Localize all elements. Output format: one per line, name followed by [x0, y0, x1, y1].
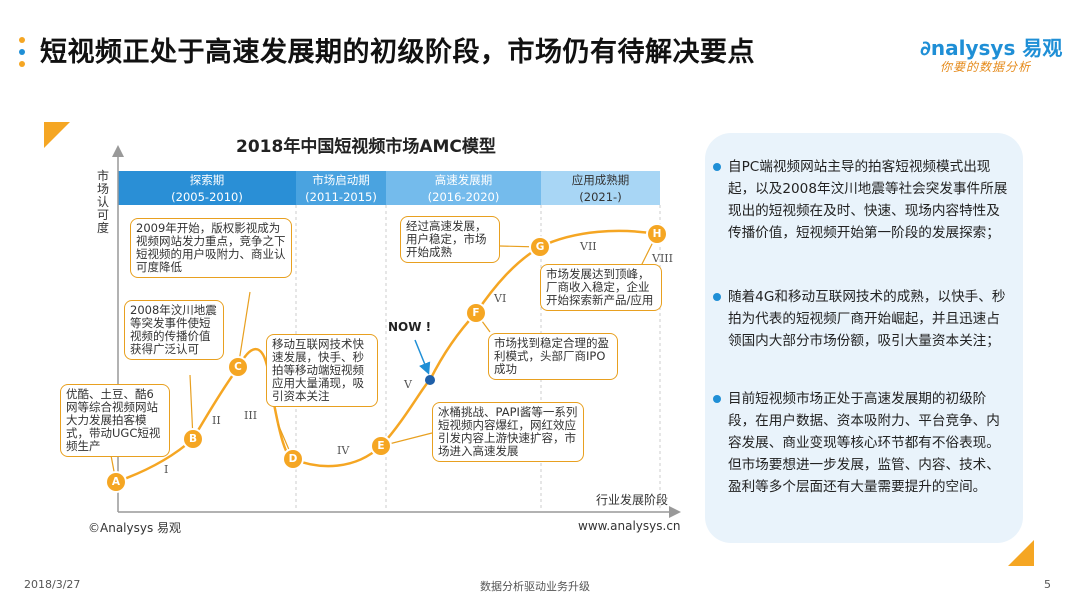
phase-years: (2021-): [579, 190, 622, 204]
stage-numeral: III: [244, 409, 258, 422]
callout-connector: [189, 374, 194, 440]
brand-tagline: 你要的数据分析: [940, 60, 1032, 74]
stage-numeral: V: [404, 378, 412, 391]
callout-connector: [237, 291, 251, 369]
summary-bullet-1: 自PC端视频网站主导的拍客短视频模式出现起，以及2008年汶川地震等社会突发事件…: [713, 156, 1013, 244]
phase-band: [118, 171, 660, 205]
summary-bullet-text: 自PC端视频网站主导的拍客短视频模式出现起，以及2008年汶川地震等社会突发事件…: [728, 159, 1008, 241]
corner-triangle-icon: [44, 122, 70, 148]
now-label: NOW !: [388, 320, 432, 334]
callout-c: 2009年开始，版权影视成为视频网站发力重点，竞争之下短视频的用户吸附力、商业认…: [130, 218, 292, 278]
callout-h: 市场发展达到顶峰，厂商收入稳定，企业开始探索新产品/应用: [540, 264, 662, 311]
y-axis-label: 市场认可度: [97, 169, 110, 235]
dot-orange-bottom: [19, 61, 25, 67]
phase-label: 市场启动期: [312, 173, 370, 187]
title-dots: [19, 37, 25, 73]
chart-title: 2018年中国短视频市场AMC模型: [236, 137, 496, 157]
dot-orange-top: [19, 37, 25, 43]
phase-mature: [541, 171, 660, 205]
stage-numeral: I: [164, 463, 169, 476]
callout-e: 冰桶挑战、PAPI酱等一系列短视频内容爆红，网红效应引发内容上游快速扩容，市场进…: [432, 402, 584, 462]
summary-bullet-2: 随着4G和移动互联网技术的成熟，以快手、秒拍为代表的短视频厂商开始崛起，并且迅速…: [713, 286, 1013, 352]
phase-label: 应用成熟期: [571, 173, 630, 187]
analysys-logo-icon: ∂: [920, 36, 931, 60]
brand-logo: ∂nalysys 易观: [920, 32, 1062, 61]
callout-g: 经过高速发展，用户稳定，市场开始成熟: [400, 216, 500, 263]
callout-d: 移动互联网技术快速发展，快手、秒拍等移动端短视频应用大量涌现，吸引资本关注: [266, 334, 378, 407]
phase-years: (2005-2010): [171, 190, 243, 204]
curve-point-f: F: [467, 304, 485, 322]
bullet-dot-icon: [713, 293, 721, 301]
bullet-dot-icon: [713, 163, 721, 171]
curve-point-c: C: [229, 358, 247, 376]
stage-numeral: VII: [580, 240, 597, 253]
summary-bullet-text: 目前短视频市场正处于高速发展期的初级阶段，在用户数据、资本吸附力、平台竞争、内容…: [728, 391, 1000, 495]
callout-a: 优酷、土豆、酷6网等综合视频网站大力发展拍客模式，带动UGC短视频生产: [60, 384, 170, 457]
callout-b: 2008年汶川地震等突发事件使短视频的传播价值获得广泛认可: [124, 300, 224, 360]
curve-point-a: A: [107, 473, 125, 491]
dot-blue: [19, 49, 25, 55]
x-axis-label: 行业发展阶段: [596, 493, 669, 507]
page-title: 短视频正处于高速发展期的初级阶段，市场仍有待解决要点: [40, 37, 755, 68]
curve-point-b: B: [184, 430, 202, 448]
stage-numeral: VI: [494, 292, 507, 305]
summary-panel: [705, 133, 1023, 543]
phase-label: 高速发展期: [434, 173, 493, 187]
phase-years: (2011-2015): [305, 190, 377, 204]
phase-high-growth: [386, 171, 541, 205]
callout-f: 市场找到稳定合理的盈利模式，头部厂商IPO成功: [488, 333, 618, 380]
curve-point-d: D: [284, 450, 302, 468]
summary-bullet-text: 随着4G和移动互联网技术的成熟，以快手、秒拍为代表的短视频厂商开始崛起，并且迅速…: [728, 289, 1006, 349]
chart-website: www.analysys.cn: [578, 519, 681, 533]
footer-center: 数据分析驱动业务升级: [480, 580, 590, 593]
brand-name: nalysys 易观: [930, 36, 1063, 60]
bullet-dot-icon: [713, 395, 721, 403]
now-arrow: [414, 339, 431, 375]
stage-numeral: VIII: [652, 252, 673, 265]
page-number: 5: [1044, 578, 1051, 591]
phase-label: 探索期: [189, 173, 225, 187]
curve-point-h: H: [648, 225, 666, 243]
now-marker: [425, 375, 435, 385]
curve-point-g: G: [531, 238, 549, 256]
chart-copyright: ©Analysys 易观: [88, 521, 182, 535]
market-curve: [115, 229, 658, 484]
summary-bullet-3: 目前短视频市场正处于高速发展期的初级阶段，在用户数据、资本吸附力、平台竞争、内容…: [713, 388, 1013, 498]
phase-launch: [296, 171, 386, 205]
curve-point-e: E: [372, 437, 390, 455]
stage-numeral: IV: [337, 444, 350, 457]
phase-exploration: [118, 171, 296, 205]
corner-triangle-icon: [1008, 540, 1034, 566]
footer-date: 2018/3/27: [24, 578, 81, 591]
stage-numeral: II: [212, 414, 221, 427]
phase-years: (2016-2020): [427, 190, 500, 204]
